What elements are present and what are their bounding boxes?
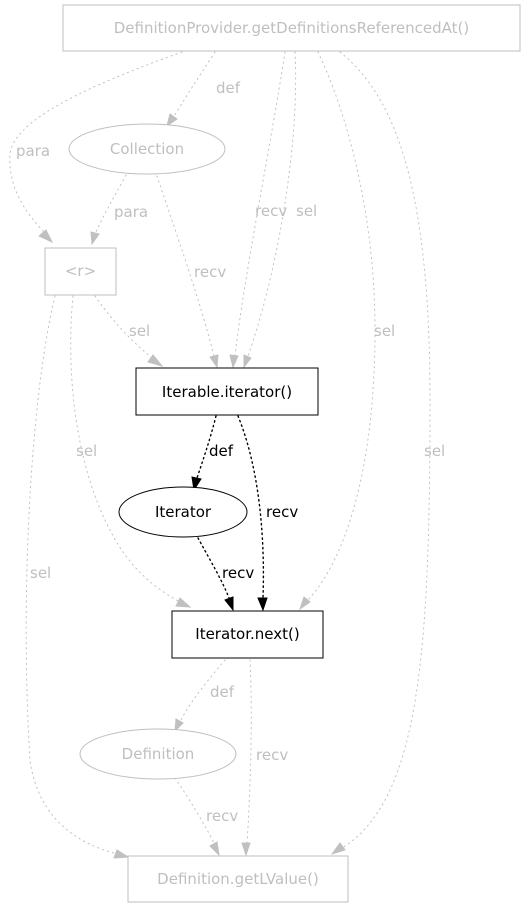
edge-provider-lvalue: [339, 51, 431, 849]
edge-label-provider-iterable-recv: recv: [255, 202, 287, 220]
node-label: DefinitionProvider.getDefinitionsReferen…: [114, 19, 470, 37]
arrowhead: [113, 849, 130, 859]
node-label: Iterator.next(): [195, 625, 299, 643]
arrowhead: [166, 113, 178, 128]
arrowhead: [209, 354, 219, 369]
edge-label-provider-next: sel: [374, 322, 395, 340]
arrowhead: [90, 231, 100, 246]
edge-provider-collection: [172, 51, 216, 119]
node-definition[interactable]: Definition: [79, 728, 237, 780]
arrowhead: [229, 354, 239, 369]
node-label: Definition.getLValue(): [157, 870, 319, 888]
arrowhead: [257, 597, 268, 612]
edge-iterator-next: [197, 537, 230, 599]
arrowhead: [175, 597, 192, 608]
edge-label-r-next: sel: [76, 442, 97, 460]
edge-label-collection-iterable: recv: [194, 263, 226, 281]
node-label: Definition: [122, 745, 195, 763]
node-label: Collection: [110, 140, 184, 158]
edge-label-next-definition: def: [210, 683, 235, 701]
edge-label-provider-r: para: [16, 142, 50, 160]
edge-label-r-iterable: sel: [129, 322, 150, 340]
arrowhead: [209, 841, 220, 857]
edges: def para para recv recv sel sel sel sel: [9, 51, 445, 859]
edge-label-provider-collection: def: [216, 79, 241, 97]
node-r[interactable]: <r>: [44, 247, 117, 296]
edge-collection-r: [95, 174, 127, 233]
edge-next-lvalue: [246, 659, 252, 844]
node-provider[interactable]: DefinitionProvider.getDefinitionsReferen…: [62, 4, 521, 52]
arrowhead: [38, 229, 54, 244]
nodes: DefinitionProvider.getDefinitionsReferen…: [44, 4, 521, 903]
arrowhead: [174, 718, 184, 733]
edge-label-iterator-next: recv: [222, 564, 254, 582]
node-label: Iterator: [155, 503, 212, 521]
edge-label-definition-lvalue: recv: [206, 807, 238, 825]
edge-label-provider-lvalue: sel: [424, 442, 445, 460]
edge-label-iterable-next: recv: [266, 503, 298, 521]
node-get-lvalue[interactable]: Definition.getLValue(): [127, 855, 349, 903]
edge-next-definition: [180, 659, 226, 721]
node-label: Iterable.iterator(): [162, 383, 292, 401]
edge-label-collection-r: para: [114, 203, 148, 221]
edge-label-r-lvalue: sel: [30, 564, 51, 582]
arrowhead: [191, 476, 202, 492]
arrowhead: [147, 354, 164, 367]
node-iterable-iterator[interactable]: Iterable.iterator(): [135, 367, 319, 416]
edge-label-next-lvalue: recv: [256, 746, 288, 764]
edge-collection-iterable: [156, 175, 215, 357]
edge-label-provider-iterable-sel: sel: [296, 202, 317, 220]
arrowhead: [224, 596, 234, 612]
arrowhead: [299, 596, 311, 611]
node-iterator[interactable]: Iterator: [118, 486, 248, 538]
node-label: <r>: [65, 262, 96, 280]
edge-r-lvalue: [25, 295, 119, 855]
node-iterator-next[interactable]: Iterator.next(): [171, 610, 324, 659]
arrowhead: [330, 842, 346, 855]
edge-r-iterable: [94, 295, 153, 359]
edge-iterable-iterator: [196, 415, 217, 479]
edge-label-iterable-iterator: def: [209, 442, 234, 460]
edge-iterable-next: [237, 415, 265, 599]
edge-provider-next: [307, 51, 376, 601]
arrowhead: [241, 842, 251, 857]
node-collection[interactable]: Collection: [68, 123, 226, 175]
arrowhead: [243, 354, 252, 369]
edge-provider-iterable-sel: [247, 51, 297, 357]
